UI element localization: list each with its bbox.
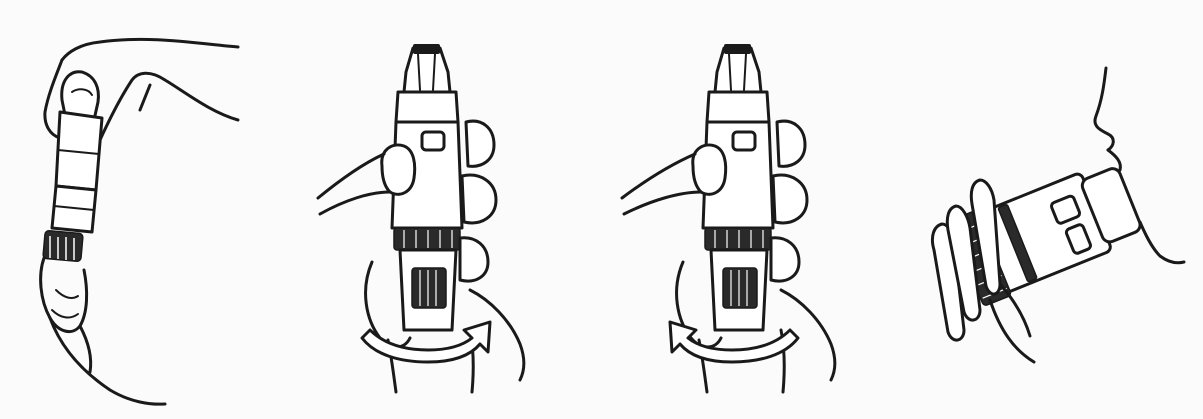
hand-holding-inhaler-icon [41,39,238,404]
step-4-panel [932,68,1184,362]
inhale-through-mouthpiece-icon [932,68,1184,362]
step-3-panel [622,44,835,392]
twist-grip-clockwise-icon [318,44,524,392]
step-2-panel [318,44,524,392]
step-1-panel [41,39,238,404]
twist-grip-counterclockwise-icon [622,44,835,392]
